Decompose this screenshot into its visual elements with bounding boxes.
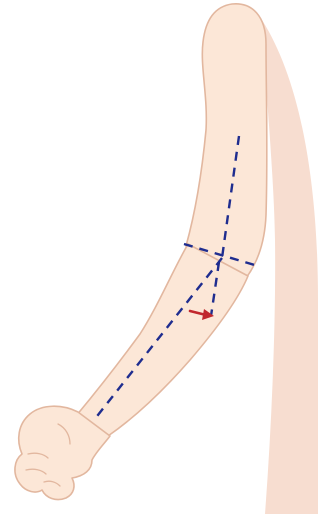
torso-shadow — [262, 20, 318, 514]
forearm — [76, 244, 248, 436]
upper-arm — [186, 4, 267, 278]
